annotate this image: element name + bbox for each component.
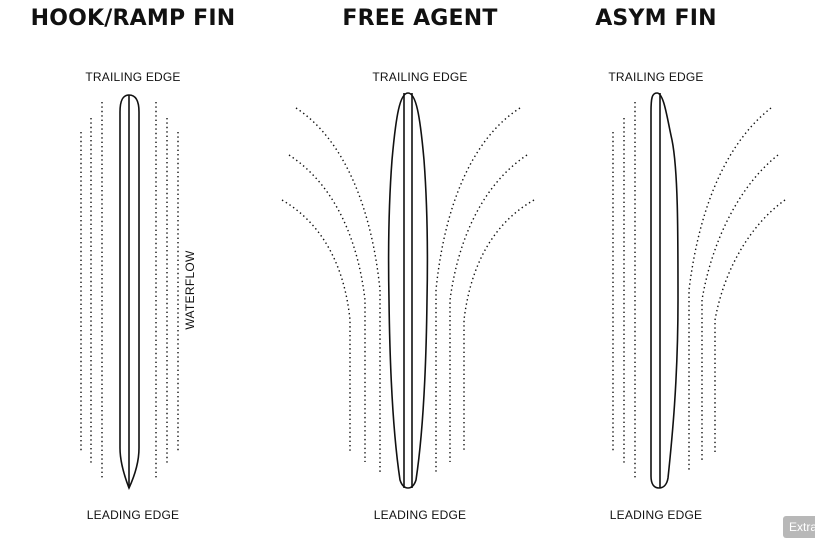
- asym-fin-flowlines: [612, 102, 786, 480]
- trailing-edge-label-hook-ramp: TRAILING EDGE: [85, 70, 181, 84]
- flowline: [701, 154, 779, 462]
- waterflow-label: WATERFLOW: [183, 250, 197, 330]
- extra-tab[interactable]: Extra: [783, 516, 815, 538]
- flowline: [449, 154, 528, 462]
- free-agent-fin-outline: [387, 92, 429, 489]
- flowline: [463, 199, 535, 452]
- fin-title-free-agent: FREE AGENT: [342, 6, 498, 31]
- flowline: [435, 107, 521, 472]
- hook-ramp-fin-outline: [119, 94, 140, 491]
- leading-edge-label-hook-ramp: LEADING EDGE: [86, 508, 180, 522]
- leading-edge-label-asym: LEADING EDGE: [609, 508, 703, 522]
- trailing-edge-label-asym: TRAILING EDGE: [608, 70, 704, 84]
- fin-title-hook-ramp: HOOK/RAMP FIN: [30, 6, 236, 31]
- flowline: [288, 154, 366, 462]
- free-agent-flowlines: [281, 107, 535, 472]
- asym-fin-outline: [650, 92, 679, 489]
- flowline: [714, 199, 786, 452]
- flowline: [688, 107, 772, 472]
- leading-edge-label-free-agent: LEADING EDGE: [373, 508, 467, 522]
- flowline: [295, 107, 381, 472]
- hook-ramp-fin-flowlines: [80, 102, 179, 480]
- fin-outline: [650, 92, 679, 489]
- fin-outline: [387, 92, 429, 489]
- flowline: [281, 199, 351, 452]
- fin-title-asym: ASYM FIN: [595, 6, 717, 31]
- trailing-edge-label-free-agent: TRAILING EDGE: [372, 70, 468, 84]
